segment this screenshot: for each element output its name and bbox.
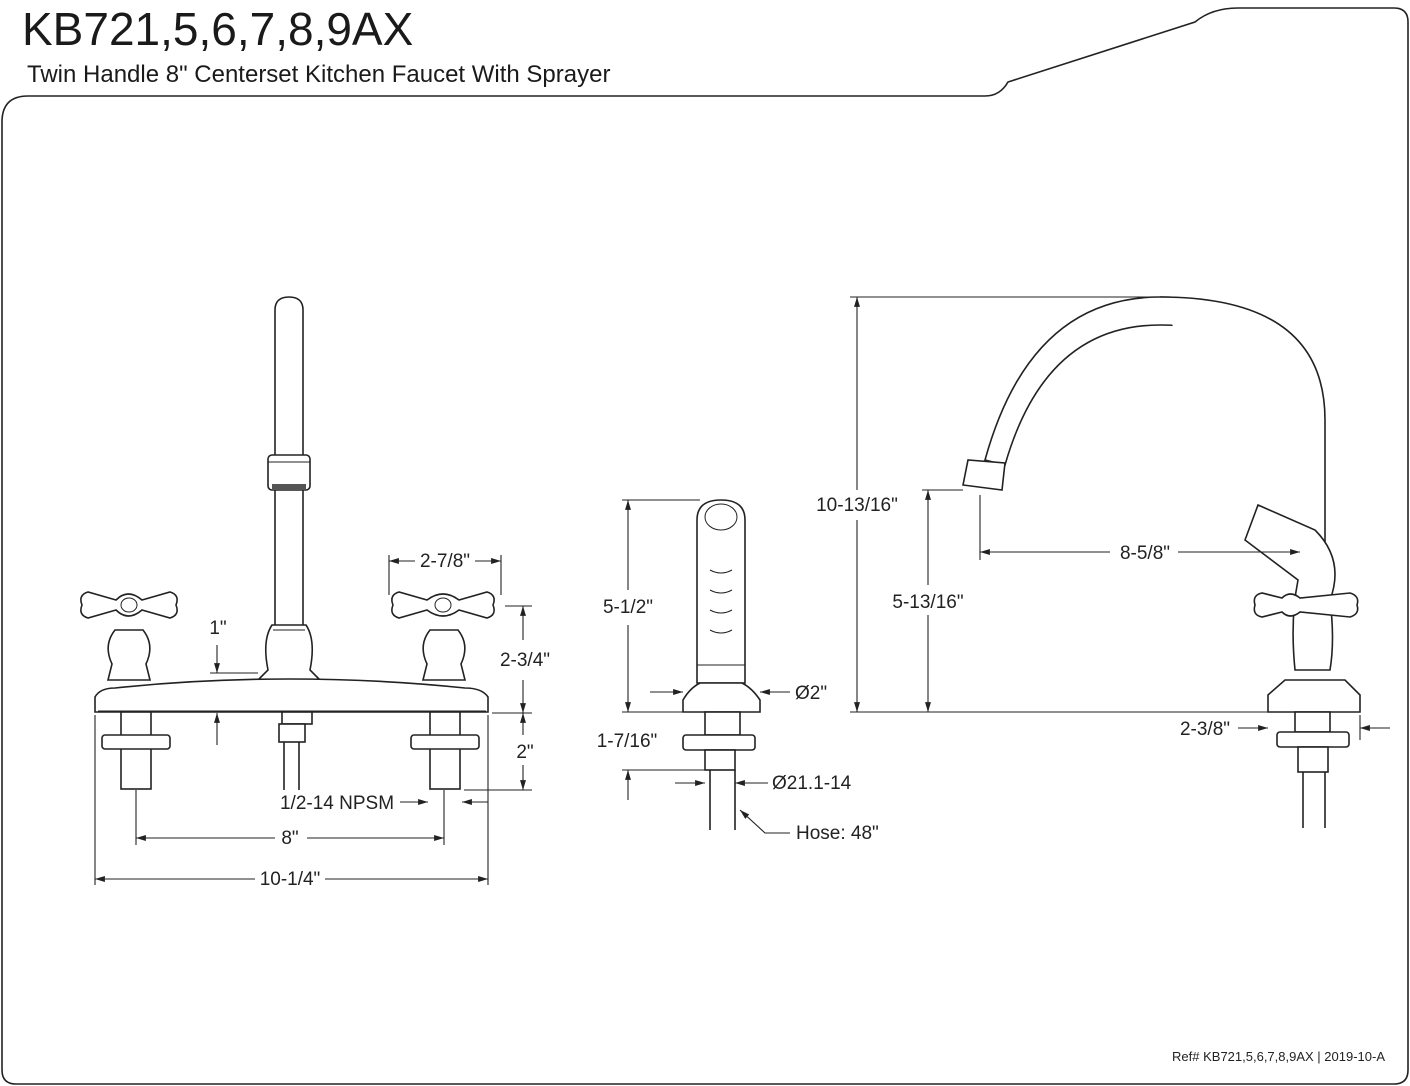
reference-number: Ref# KB721,5,6,7,8,9AX | 2019-10-A (1172, 1049, 1385, 1064)
dim-overall-height: 10-13/16" (816, 495, 898, 516)
sprayer-drawing (682, 499, 761, 830)
dim-sprayer-thread: Ø21.1-14 (772, 773, 852, 794)
dim-shank-length: 2" (516, 742, 533, 763)
side-view-dimensions (850, 296, 1390, 740)
dim-handle-height: 2-3/4" (500, 650, 550, 671)
dim-handle-width: 2-7/8" (420, 551, 470, 572)
dim-sprayer-height: 5-1/2" (603, 597, 653, 618)
dim-thread: 1/2-14 NPSM (280, 793, 394, 814)
dim-sprayer-shank: 1-7/16" (597, 731, 658, 752)
front-view-dimensions (94, 555, 532, 885)
dim-base-depth: 2-3/8" (1180, 719, 1230, 740)
dim-spout-reach: 8-5/8" (1120, 543, 1170, 564)
dim-hose-length: Hose: 48" (796, 823, 879, 844)
front-view-faucet (80, 296, 495, 790)
product-title: KB721,5,6,7,8,9AX (22, 3, 413, 55)
sprayer-dimensions (622, 499, 790, 834)
title-frame (1, 7, 1409, 1085)
dim-overall-width: 10-1/4" (260, 869, 321, 890)
dim-spout-base-height: 1" (209, 618, 226, 639)
dim-center-spacing: 8" (281, 828, 298, 849)
product-subtitle: Twin Handle 8" Centerset Kitchen Faucet … (27, 61, 610, 88)
dim-sprayer-base-diameter: Ø2" (795, 683, 827, 704)
dim-spout-clearance: 5-13/16" (892, 592, 963, 613)
side-view-faucet (962, 296, 1361, 828)
